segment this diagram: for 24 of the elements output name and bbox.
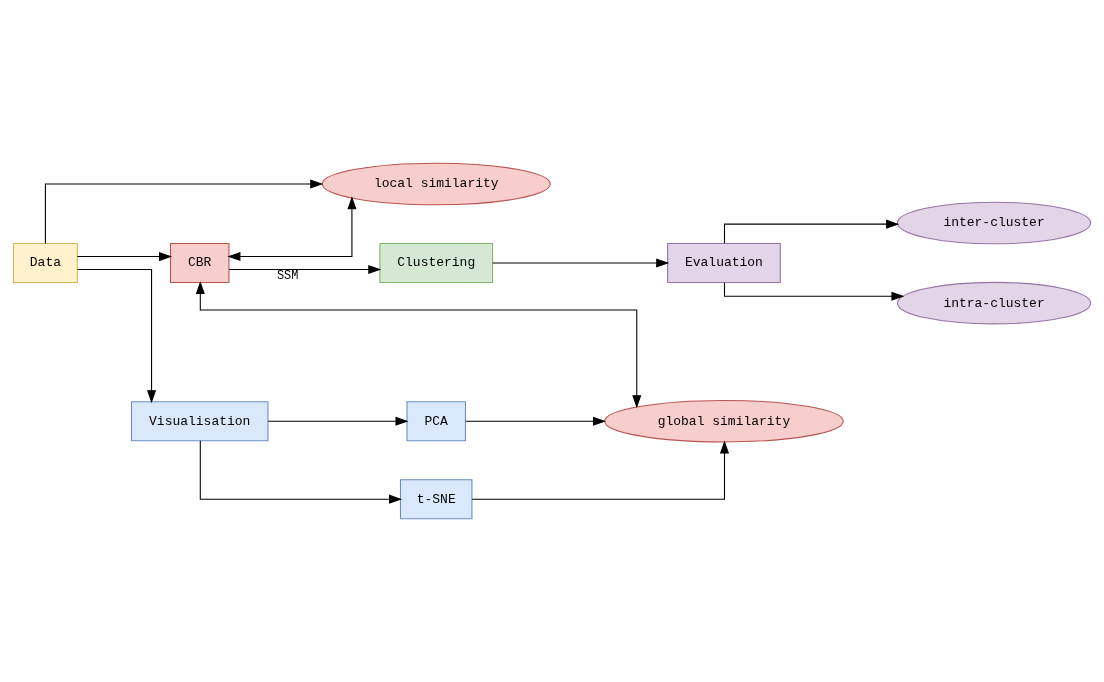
node-box: Clustering [379,243,494,284]
edge-label: SSM [276,269,299,284]
node-box: CBR [169,243,230,284]
arrow [267,416,409,426]
arrow [471,440,730,500]
node-box: Data [12,243,78,284]
arrow [228,265,382,275]
node-box: t-SNE [399,479,473,520]
node-box: PCA [406,401,466,442]
node-ellipse: intra-cluster [896,281,1092,325]
arrow [76,252,173,262]
node-ellipse: inter-cluster [896,201,1092,245]
node-ellipse: global similarity [604,399,844,443]
node-ellipse: local similarity [321,162,551,206]
arrow [77,269,157,404]
node-box: Visualisation [130,401,269,442]
arrow [227,196,357,262]
arrow [199,440,402,504]
arrow [492,258,670,268]
arrow [44,179,324,245]
arrow [195,281,642,409]
arrow [723,219,900,244]
node-box: Evaluation [667,243,781,284]
arrow [465,416,607,426]
